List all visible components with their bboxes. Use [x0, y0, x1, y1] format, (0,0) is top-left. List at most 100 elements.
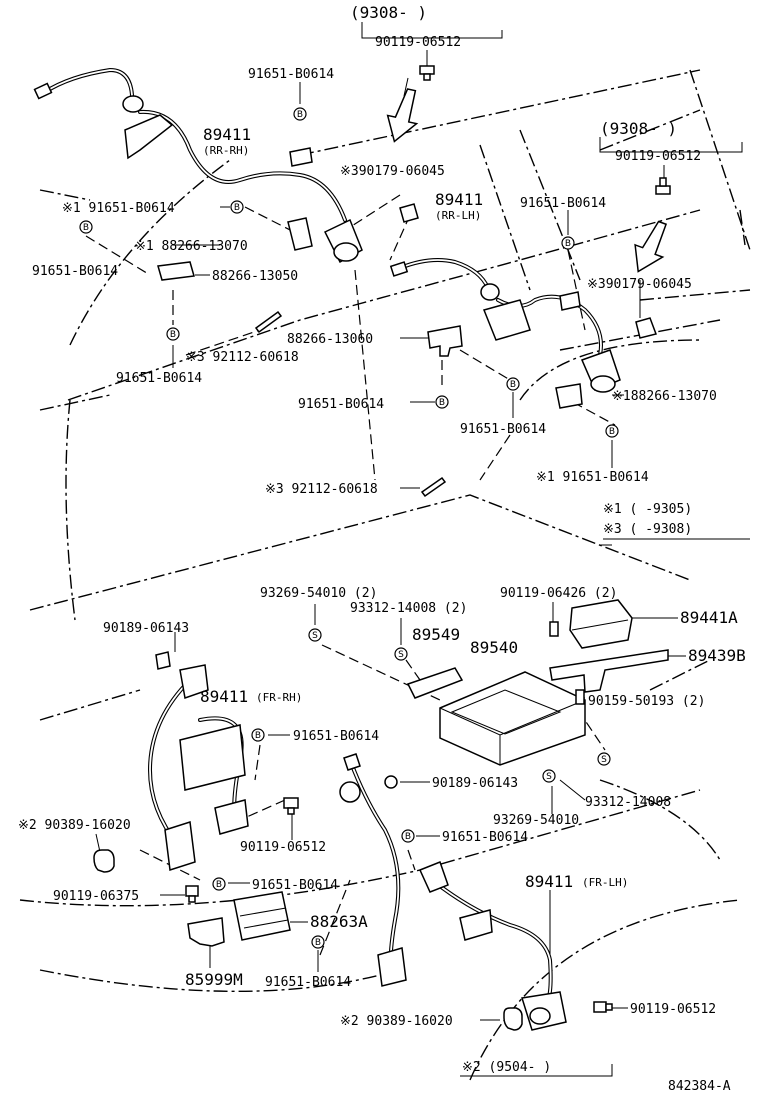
label-note2-sleeve-right: ※2 90389-16020 [340, 1014, 453, 1029]
label-note2-range: ※2 (9504- ) [462, 1060, 551, 1075]
badge-b: B [83, 223, 89, 233]
fr-lh-sensor [339, 753, 567, 1031]
label-clamp-center: 91651-B0614 [298, 397, 384, 412]
label-relay-88263a: 88263A [310, 912, 368, 931]
screw-90159 [575, 689, 585, 705]
badge-b: B [170, 330, 176, 340]
label-clip-390-right: ※390179-06045 [587, 277, 692, 292]
label-rr-lh-sub: (RR-LH) [435, 209, 481, 222]
label-stud-left: ※3 92112-60618 [186, 350, 299, 365]
badge-b: B [255, 731, 261, 741]
label-clamp-rr-rh-top: 91651-B0614 [248, 67, 334, 82]
rr-rh-sensor [33, 67, 363, 264]
stud-left [254, 310, 283, 334]
label-clamp-left-b: 91651-B0614 [32, 264, 118, 279]
label-top-bolt: 90119-06512 [375, 35, 461, 50]
label-clamp-left-low: 91651-B0614 [116, 371, 202, 386]
label-fr-rh-part: 89411 [200, 687, 248, 706]
sensor-89441a [549, 599, 633, 649]
badge-s: S [601, 755, 607, 765]
label-clamp-center-low: 91651-B0614 [460, 422, 546, 437]
bracket-85999m [187, 917, 225, 947]
label-bracket-85999m: 85999M [185, 970, 243, 989]
badge-b: B [439, 398, 445, 408]
badge-b: B [216, 880, 222, 890]
label-bracket-13050: 88266-13050 [212, 269, 298, 284]
badge-b: B [609, 427, 615, 437]
fr-rh-sensor [147, 664, 249, 871]
label-note1-clamp-left: ※1 91651-B0614 [62, 201, 175, 216]
label-rr-rh-part: 89411 [203, 125, 251, 144]
label-bolt-90119-06426: 90119-06426 (2) [500, 586, 617, 601]
label-sensor-89441a: 89441A [680, 608, 738, 627]
bolt-90189-center [384, 775, 398, 789]
rr-lh-sensor [389, 258, 621, 393]
badge-s: S [398, 650, 404, 660]
label-bolt-90119-06375: 90119-06375 [53, 889, 139, 904]
label-bolt-90189-left: 90189-06143 [103, 621, 189, 636]
label-note1-range: ※1 ( -9305) [603, 502, 692, 517]
badge-b: B [405, 832, 411, 842]
clip-390179-left [399, 203, 419, 223]
label-note1-clamp-right: ※1 91651-B0614 [536, 470, 649, 485]
label-clip-390-left: ※390179-06045 [340, 164, 445, 179]
badge-b: B [297, 110, 303, 120]
label-bracket-13070-right: ※188266-13070 [612, 389, 717, 404]
label-top-range: (9308- ) [350, 3, 427, 22]
label-drawing-number: 842384-A [668, 1079, 731, 1094]
bolt-top-left [419, 65, 435, 81]
label-ecu-89540: 89540 [470, 638, 518, 657]
label-note3-range: ※3 ( -9308) [603, 522, 692, 537]
label-rr-lh-part: 89411 [435, 190, 483, 209]
bolt-90119-06512-fr [283, 797, 299, 815]
label-stud-center: ※3 92112-60618 [265, 482, 378, 497]
label-top-right-range: (9308- ) [600, 119, 677, 138]
label-bracket-89439b: 89439B [688, 646, 746, 665]
label-clamp-fr-bottom: 91651-B0614 [265, 975, 351, 990]
badge-b: B [565, 239, 571, 249]
bracket-89439b [549, 649, 669, 693]
label-bracket-89549: 89549 [412, 625, 460, 644]
body-outline [19, 69, 751, 1081]
bolt-90119-06375 [185, 885, 199, 903]
label-clamp-fr-rh: 91651-B0614 [293, 729, 379, 744]
bracket-88266-13050 [157, 261, 195, 281]
label-screw-93312-top: 93312-14008 (2) [350, 601, 467, 616]
label-rr-rh-sub: (RR-RH) [203, 144, 249, 157]
part-labels: (9308- ) 90119-06512 (9308- ) 90119-0651… [18, 3, 746, 1094]
label-screw-93312-bottom: 93312-14008 [585, 795, 671, 810]
label-note2-sleeve-left: ※2 90389-16020 [18, 818, 131, 833]
sleeve-90389-left [93, 849, 115, 873]
label-fr-rh-sub: (FR-RH) [256, 691, 302, 704]
badge-s: S [546, 772, 552, 782]
label-bolt-90119-06512-fr: 90119-06512 [240, 840, 326, 855]
label-screw-93269-bottom: 93269-54010 [493, 813, 579, 828]
badge-b: B [234, 203, 240, 213]
label-bracket-13070-left: ※1 88266-13070 [135, 239, 248, 254]
label-clamp-fr-center: 91651-B0614 [442, 830, 528, 845]
bracket-89549 [406, 667, 464, 699]
stud-center [420, 476, 447, 498]
sleeve-90389-right [503, 1007, 523, 1031]
badge-b: B [510, 380, 516, 390]
bolt-top-right [655, 177, 671, 195]
label-clamp-fr-low: 91651-B0614 [252, 878, 338, 893]
arrow-right [634, 220, 668, 273]
label-top-right-bolt: 90119-06512 [615, 149, 701, 164]
bracket-88266-13060 [427, 325, 463, 357]
label-screw-93269-top: 93269-54010 (2) [260, 586, 377, 601]
label-fr-lh-sub: (FR-LH) [582, 876, 628, 889]
label-clamp-rr-lh-top: 91651-B0614 [520, 196, 606, 211]
badge-b: B [315, 938, 321, 948]
label-bolt-90189-center: 90189-06143 [432, 776, 518, 791]
bolt-90119-06512-fl [593, 1001, 613, 1013]
label-bolt-90119-06512-fl: 90119-06512 [630, 1002, 716, 1017]
arrow-left [386, 77, 419, 143]
label-fr-lh-part: 89411 [525, 872, 573, 891]
bracket-88266-13070-right [555, 383, 583, 409]
relay-88263a [233, 891, 291, 941]
ecu-89540 [439, 671, 586, 766]
label-bracket-13060: 88266-13060 [287, 332, 373, 347]
label-screw-90159: 90159-50193 (2) [588, 694, 705, 709]
